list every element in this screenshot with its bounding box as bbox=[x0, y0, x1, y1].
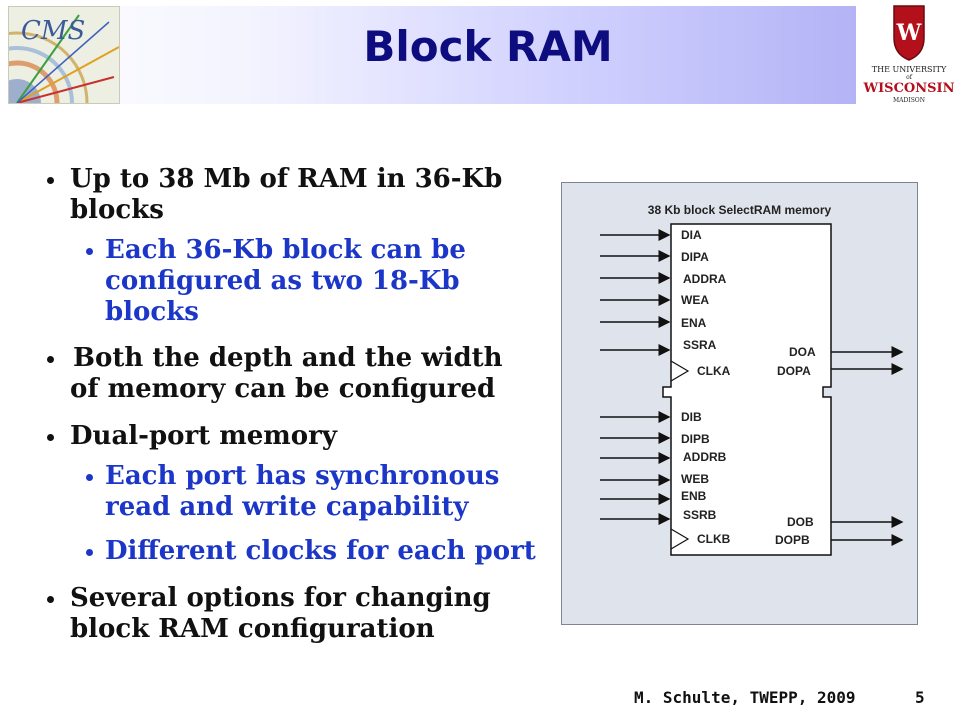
bullet-1-line-1: Up to 38 Mb of RAM in 36-Kb bbox=[70, 164, 503, 194]
bullet-4-line-1: Dual-port memory bbox=[70, 421, 337, 451]
cms-logo-graphic: CMS bbox=[9, 14, 119, 103]
bullet-list: Up to 38 Mb of RAM in 36-Kb blocks Each … bbox=[47, 164, 536, 644]
bullet-dot bbox=[47, 596, 54, 603]
uw-line3: WISCONSIN bbox=[863, 81, 955, 96]
pin-label: DIB bbox=[681, 410, 702, 424]
cms-logo-text: CMS bbox=[21, 16, 85, 46]
footer-credit: M. Schulte, TWEPP, 2009 bbox=[634, 688, 856, 707]
bullet-1-line-2: blocks bbox=[70, 195, 164, 225]
pin-label: SSRA bbox=[683, 338, 717, 352]
title-bar bbox=[0, 6, 856, 104]
bullet-2-line-1: Each 36-Kb block can be bbox=[105, 235, 466, 265]
pin-label: ADDRA bbox=[683, 272, 727, 286]
bullet-5-line-1: Each port has synchronous bbox=[105, 461, 500, 491]
svg-text:W: W bbox=[896, 20, 922, 46]
uw-line2: of bbox=[906, 74, 913, 81]
pin-label: DOA bbox=[789, 345, 816, 359]
pin-label: WEB bbox=[681, 472, 709, 486]
cms-logo: CMS bbox=[8, 6, 120, 104]
pin-label: DOB bbox=[787, 515, 814, 529]
uw-logo-graphic: W THE UNIVERSITY of WISCONSIN MADISON bbox=[863, 5, 955, 104]
bullet-dot bbox=[86, 549, 93, 556]
bullet-3-line-1: Both the depth and the width bbox=[64, 343, 503, 373]
pin-label: DOPA bbox=[777, 364, 811, 378]
bullet-dot bbox=[47, 356, 54, 363]
page-number: 5 bbox=[915, 688, 925, 707]
bullet-7-line-1: Several options for changing bbox=[70, 583, 491, 613]
clock-triangle-a bbox=[670, 360, 690, 382]
uw-line4: MADISON bbox=[893, 97, 925, 104]
bullet-3-line-2: of memory can be configured bbox=[70, 374, 496, 404]
pin-label: WEA bbox=[681, 293, 709, 307]
slide-title: Block RAM bbox=[363, 22, 613, 71]
pin-label: ENA bbox=[681, 316, 707, 330]
block-ram-schematic bbox=[600, 223, 904, 556]
block-ram-diagram: 38 Kb block SelectRAM memory DIA bbox=[561, 182, 918, 625]
ram-block-outline bbox=[662, 223, 832, 556]
diagram-title: 38 Kb block SelectRAM memory bbox=[647, 203, 832, 217]
uw-line1: THE UNIVERSITY bbox=[872, 65, 947, 74]
bullet-7-line-2: block RAM configuration bbox=[70, 614, 435, 644]
pin-label: DIA bbox=[681, 228, 702, 242]
pin-label: ADDRB bbox=[683, 450, 727, 464]
bullet-2-line-2: configured as two 18-Kb bbox=[105, 266, 460, 296]
pin-label: CLKB bbox=[697, 532, 731, 546]
pin-label: DIPA bbox=[681, 250, 709, 264]
pin-label: DIPB bbox=[681, 432, 710, 446]
bullet-dot bbox=[47, 434, 54, 441]
bullet-6-line-1: Different clocks for each port bbox=[105, 536, 536, 566]
pin-label: SSRB bbox=[683, 508, 717, 522]
pin-label: ENB bbox=[681, 489, 707, 503]
bullet-2-line-3: blocks bbox=[105, 297, 199, 327]
bullet-dot bbox=[86, 474, 93, 481]
bullet-dot bbox=[86, 248, 93, 255]
pin-label: CLKA bbox=[697, 364, 731, 378]
pin-label: DOPB bbox=[775, 533, 810, 547]
bullet-dot bbox=[47, 177, 54, 184]
uw-logo: W THE UNIVERSITY of WISCONSIN MADISON bbox=[858, 2, 960, 106]
bullet-5-line-2: read and write capability bbox=[105, 492, 469, 522]
clock-triangle-b bbox=[670, 528, 690, 550]
